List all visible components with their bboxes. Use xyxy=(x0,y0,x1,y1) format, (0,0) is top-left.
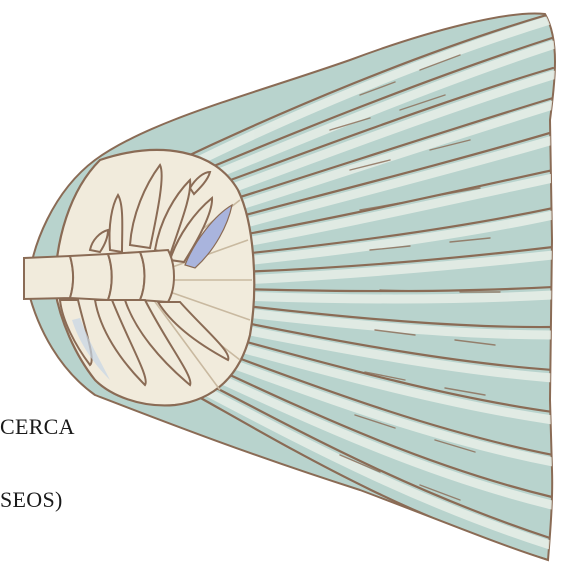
label-caudal-type-line-1: CERCA xyxy=(0,414,75,440)
label-caudal-type-line-2: SEOS) xyxy=(0,487,63,513)
hypural-plate xyxy=(24,150,254,405)
